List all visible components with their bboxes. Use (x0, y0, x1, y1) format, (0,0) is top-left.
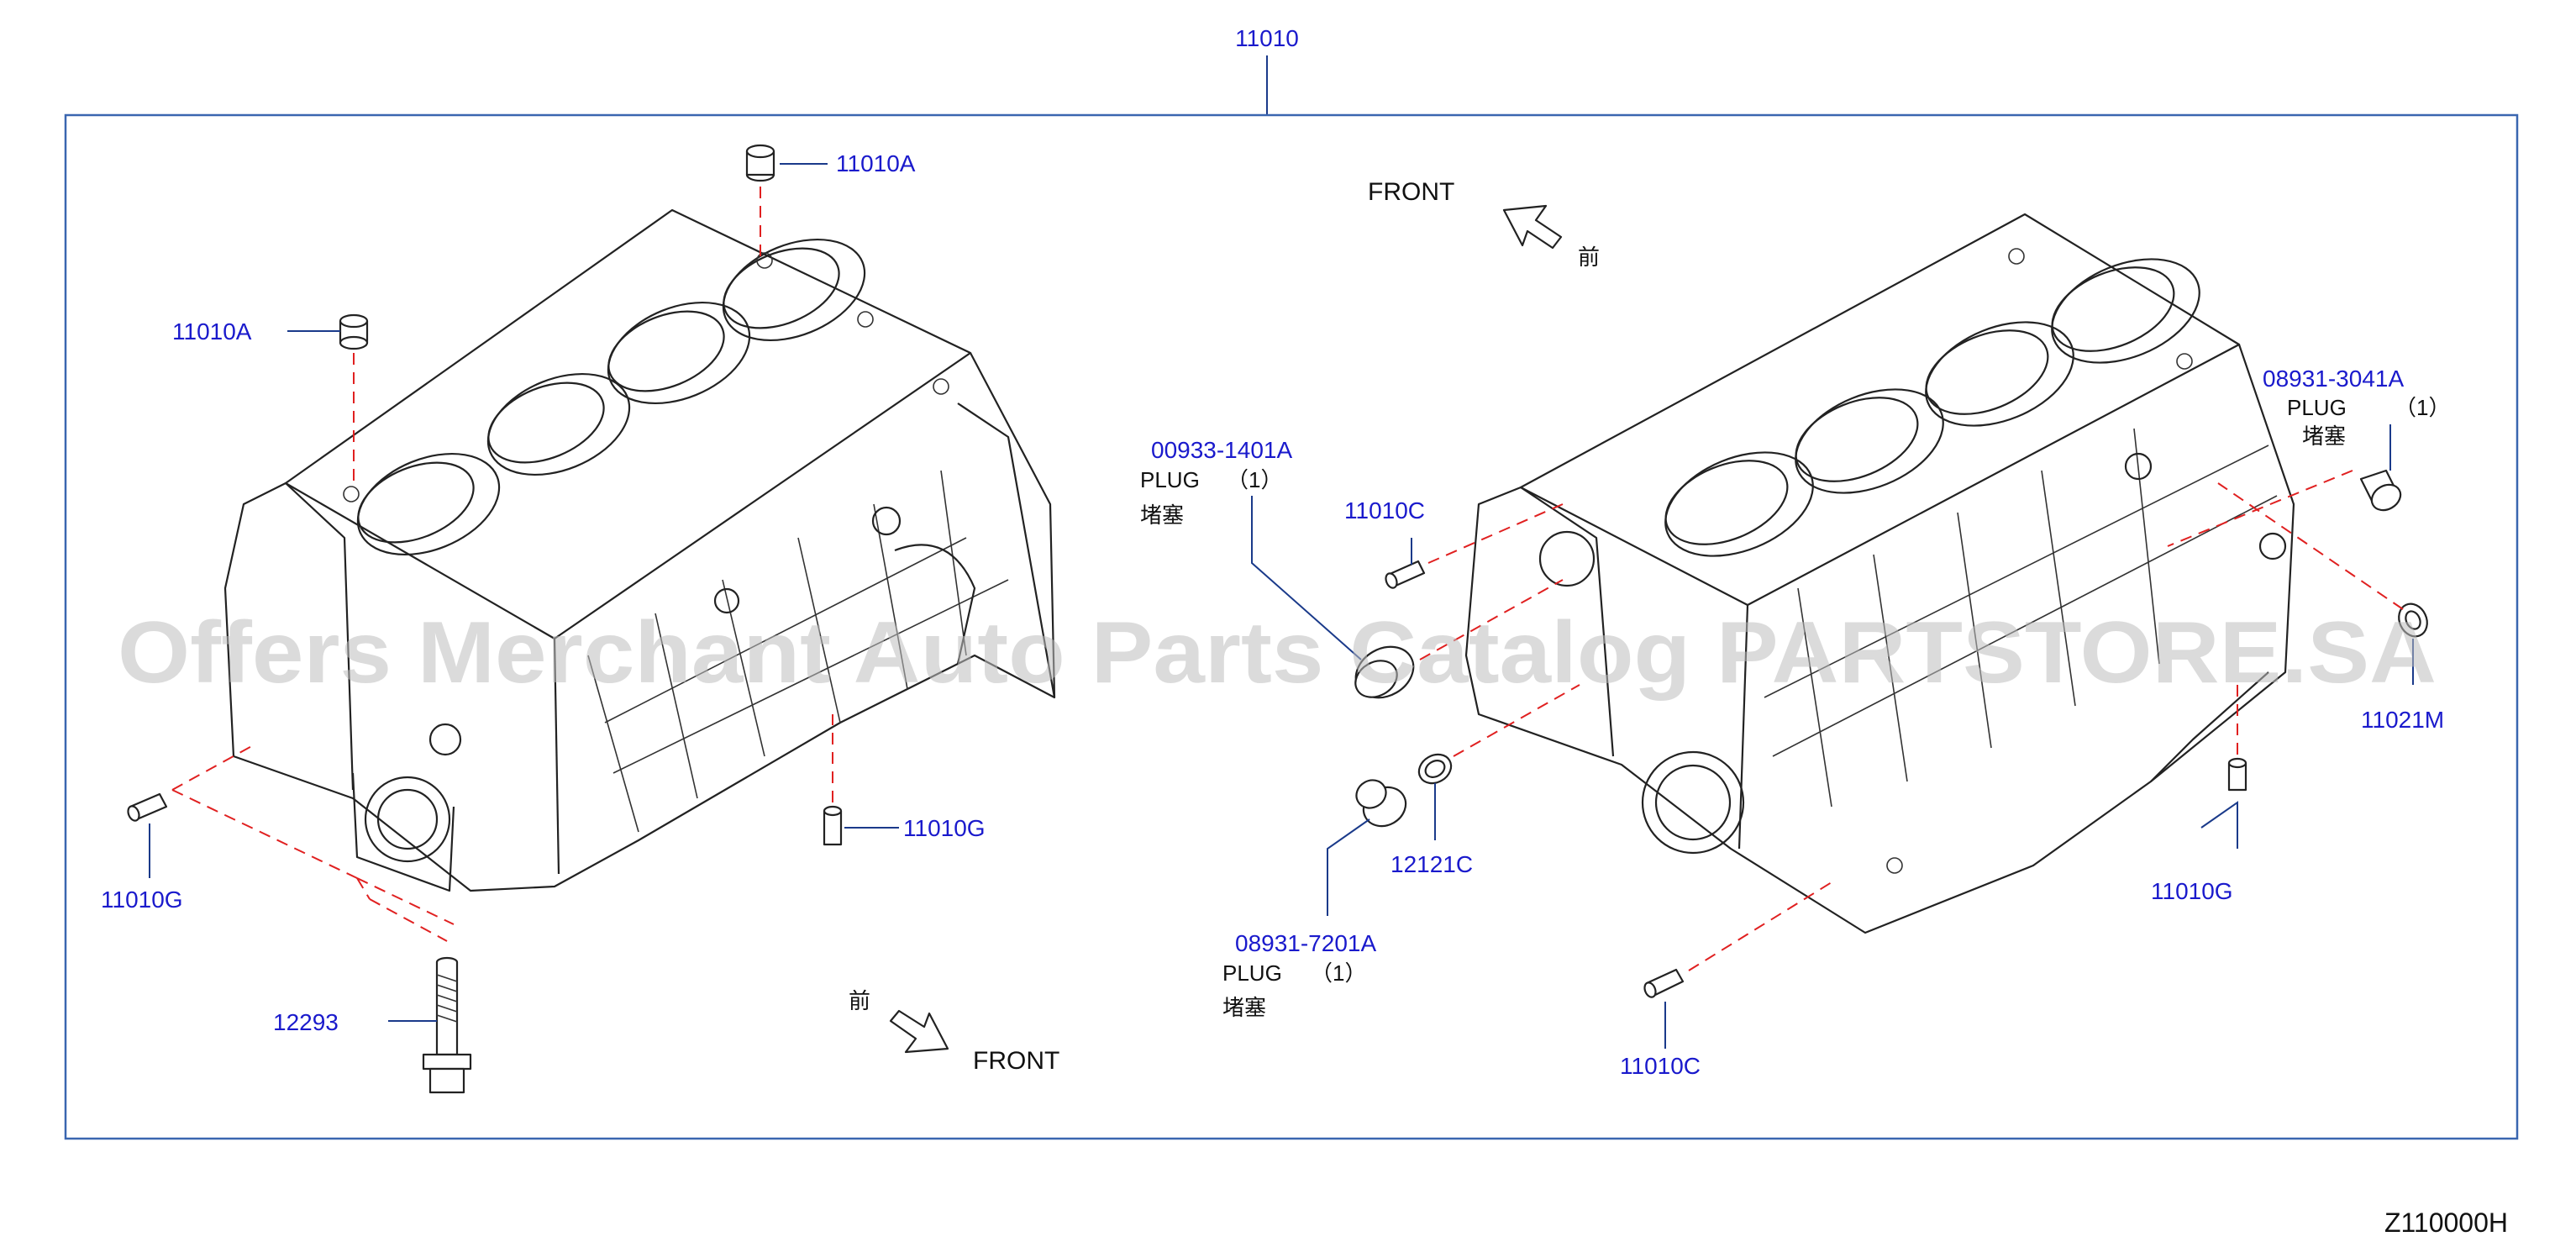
name-00933-1401a: PLUG (1140, 467, 1200, 492)
front-arrow-lower-icon (889, 1009, 949, 1054)
assembly-frame (64, 113, 2519, 1140)
dowel-pin-11010c-upper[interactable] (1384, 560, 1426, 590)
label-11010a-top[interactable]: 11010A (836, 150, 916, 176)
label-08931-7201a[interactable]: 08931-7201A (1235, 930, 1376, 956)
assembly-number[interactable]: 11010 (1235, 25, 1299, 51)
dowel-pin-11010g-right[interactable] (2227, 757, 2247, 792)
label-08931-3041a[interactable]: 08931-3041A (2263, 366, 2404, 392)
front-label-upper: FRONT (1368, 178, 1454, 206)
front-kanji-upper: 前 (1578, 245, 1600, 270)
dowel-cap-11010a-left[interactable] (339, 313, 369, 350)
front-label-lower: FRONT (973, 1047, 1059, 1075)
plug-11021m[interactable] (2394, 599, 2432, 641)
dowel-pin-11010c-lower[interactable] (1643, 968, 1685, 999)
label-00933-1401a[interactable]: 00933-1401A (1151, 437, 1292, 463)
dowel-pin-11010g-center[interactable] (823, 805, 843, 846)
watermark: Offers Merchant Auto Parts Catalog PARTS… (118, 604, 2437, 702)
qty-08931-3041a: （1） (2395, 395, 2450, 420)
label-11010c-lower[interactable]: 11010C (1620, 1053, 1701, 1079)
left-cylinder-block (223, 208, 1056, 892)
callout-00933-1401a: 00933-1401A PLUG （1） 堵塞 (1140, 437, 1292, 528)
label-12293[interactable]: 12293 (273, 1009, 339, 1035)
label-11010g-center[interactable]: 11010G (903, 815, 986, 841)
plug-08931-7201a[interactable] (1351, 775, 1412, 834)
front-kanji-lower: 前 (849, 988, 870, 1013)
front-marker-upper: FRONT 前 (1368, 178, 1600, 270)
label-11010a-left[interactable]: 11010A (172, 318, 252, 345)
o-ring-12121c[interactable] (1414, 749, 1457, 789)
plug-00933-1401a[interactable] (1347, 637, 1422, 708)
part-leader-lines (149, 163, 2414, 1049)
qty-00933-1401a: （1） (1227, 467, 1282, 492)
plug-08931-3041a[interactable] (2359, 469, 2405, 515)
front-marker-lower: 前 FRONT (849, 988, 1059, 1075)
qty-08931-7201a: （1） (1311, 960, 1366, 986)
right-cylinder-block (1464, 213, 2295, 934)
label-11010g-left[interactable]: 11010G (101, 887, 183, 913)
label-11010c-upper[interactable]: 11010C (1344, 497, 1425, 524)
front-arrow-upper-icon (1502, 204, 1563, 250)
label-11010g-right[interactable]: 11010G (2151, 878, 2233, 904)
label-11021m[interactable]: 11021M (2361, 707, 2444, 733)
callout-08931-3041a: 08931-3041A PLUG （1） 堵塞 (2263, 366, 2450, 449)
assembly-guide-lines (171, 187, 2404, 971)
name-08931-3041a: PLUG (2287, 395, 2347, 420)
name-jp-08931-7201a: 堵塞 (1222, 995, 1266, 1020)
drawing-code: Z110000H (2384, 1208, 2508, 1238)
dowel-pin-11010g-left[interactable] (126, 792, 168, 823)
name-08931-7201a: PLUG (1222, 960, 1282, 986)
dowel-cap-11010a-top[interactable] (745, 144, 775, 182)
name-jp-00933-1401a: 堵塞 (1140, 502, 1184, 528)
name-jp-08931-3041a: 堵塞 (2302, 424, 2346, 449)
callout-08931-7201a: 08931-7201A PLUG （1） 堵塞 (1222, 930, 1376, 1020)
label-12121c[interactable]: 12121C (1391, 851, 1473, 877)
bolt-12293[interactable] (422, 956, 472, 1094)
